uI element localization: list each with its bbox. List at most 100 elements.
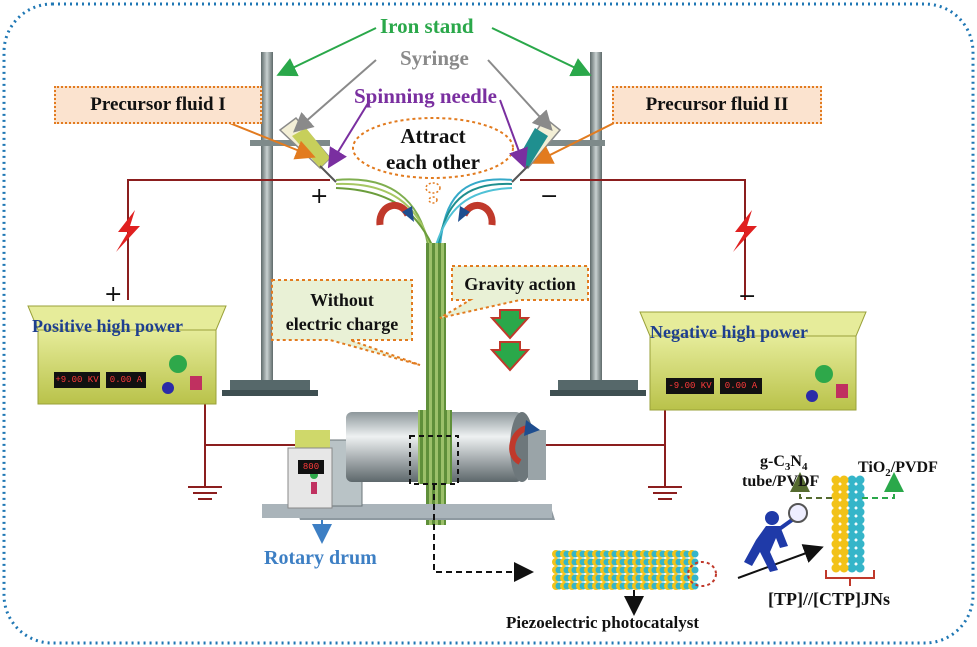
cn-bead	[847, 563, 857, 573]
positive-current-display: 0.00 A	[106, 372, 146, 388]
iron-stand-label: Iron stand	[380, 14, 474, 38]
zoom-arrow	[433, 484, 534, 582]
tio2-bead	[839, 523, 849, 533]
spinning-needle-label: Spinning needle	[354, 84, 497, 108]
precursor-fluid-2-box: Precursor fluid II	[612, 86, 822, 124]
fiber-mat	[552, 550, 699, 590]
cn-bead	[855, 531, 865, 541]
negative-voltage-display: -9.00 KV	[666, 378, 714, 394]
fluid1-arrow	[221, 119, 316, 160]
supply-plus-sign: +	[104, 282, 123, 307]
rotation-arrows	[376, 201, 496, 226]
cn-bead	[847, 523, 857, 533]
supply-minus-sign: −	[738, 284, 757, 309]
needle-minus-sign: −	[540, 184, 559, 209]
tio2-rest: /PVDF	[890, 459, 938, 476]
syringe-label: Syringe	[400, 46, 469, 70]
g-c3n4-sub1: 3	[784, 461, 791, 474]
cn-bead	[855, 555, 865, 565]
cn-bead	[847, 555, 857, 565]
tio2-bead	[831, 531, 841, 541]
fluid2-arrow	[532, 119, 621, 164]
gravity-arrows	[489, 309, 531, 372]
tio2-bead	[839, 499, 849, 509]
tio2-bead	[839, 531, 849, 541]
precursor-fluid-1-box: Precursor fluid I	[54, 86, 262, 124]
piezo-photocatalyst-label: Piezoelectric photocatalyst	[506, 613, 700, 632]
cn-bead	[855, 499, 865, 509]
cn-bead	[691, 574, 699, 582]
tio2-bead	[839, 547, 849, 557]
janus-fiber-strand	[568, 550, 579, 590]
janus-fiber-strand	[616, 550, 627, 590]
positive-voltage-display: +9.00 KV	[54, 372, 100, 388]
magnify-arrow	[737, 544, 824, 579]
cn-bead	[855, 523, 865, 533]
syringe-arrow-left	[292, 59, 377, 133]
cn-bead	[847, 539, 857, 549]
janus-fiber-strand	[688, 550, 699, 590]
without-charge-line2: electric charge	[285, 314, 399, 334]
needle-arrow-left	[327, 99, 371, 169]
cn-bead	[691, 566, 699, 574]
tio2-base: TiO	[858, 459, 886, 476]
cn-bead	[855, 475, 865, 485]
tio2-pvdf-label: TiO2/PVDF	[858, 460, 938, 479]
negative-current-display: 0.00 A	[720, 378, 762, 394]
needle-arrow-right	[499, 99, 528, 169]
janus-fiber-strand	[552, 550, 563, 590]
left-ground-icon	[188, 486, 222, 500]
iron-stand-arrow-left	[276, 27, 377, 77]
cn-bead	[855, 483, 865, 493]
tio2-bead	[839, 475, 849, 485]
gravity-action-label: Gravity action	[464, 274, 576, 294]
tio2-bead	[839, 507, 849, 517]
cn-bead	[847, 499, 857, 509]
cn-bead	[847, 547, 857, 557]
positive-power-label: Positive high power	[32, 316, 183, 336]
rotary-drum	[262, 410, 555, 520]
fiber-highlight	[687, 561, 717, 587]
tio2-bead	[831, 555, 841, 565]
cn-arrow	[790, 472, 832, 499]
g-c3n4-base2: N	[790, 453, 802, 470]
tio2-bead	[831, 507, 841, 517]
tio2-bead	[839, 483, 849, 493]
magnifier-person-icon	[744, 503, 808, 572]
janus-fiber	[831, 475, 865, 573]
tio2-bead	[839, 515, 849, 525]
cn-bead	[847, 475, 857, 485]
cn-bead	[855, 507, 865, 517]
attract-cloud	[352, 117, 514, 204]
gravity-callout	[439, 265, 589, 319]
syringe-arrow-right	[487, 59, 553, 131]
tio2-bead	[831, 491, 841, 501]
right-lightning-icon	[733, 210, 757, 252]
tio2-bead	[831, 515, 841, 525]
tio2-bead	[831, 563, 841, 573]
tio2-bead	[839, 539, 849, 549]
needle-plus-sign: +	[310, 184, 329, 209]
cn-bead	[855, 491, 865, 501]
cn-bead	[847, 491, 857, 501]
cn-bead	[855, 515, 865, 525]
g-c3n4-label: g-C3N4	[760, 454, 807, 473]
left-lightning-icon	[116, 210, 140, 252]
tio2-bead	[831, 499, 841, 509]
cn-bead	[691, 550, 699, 558]
tio2-bead	[831, 483, 841, 493]
tio2-bead	[839, 555, 849, 565]
attract-line2: each other	[386, 150, 480, 174]
left-syringe	[278, 116, 337, 183]
attract-line1: Attract	[400, 124, 466, 148]
tube-pvdf-label: tube/PVDF	[742, 473, 820, 490]
cn-bead	[855, 547, 865, 557]
negative-power-label: Negative high power	[650, 322, 808, 342]
tio2-bead	[839, 563, 849, 573]
tio2-bead	[831, 547, 841, 557]
tio2-bead	[839, 491, 849, 501]
tio2-bead	[831, 523, 841, 533]
cn-bead	[847, 483, 857, 493]
